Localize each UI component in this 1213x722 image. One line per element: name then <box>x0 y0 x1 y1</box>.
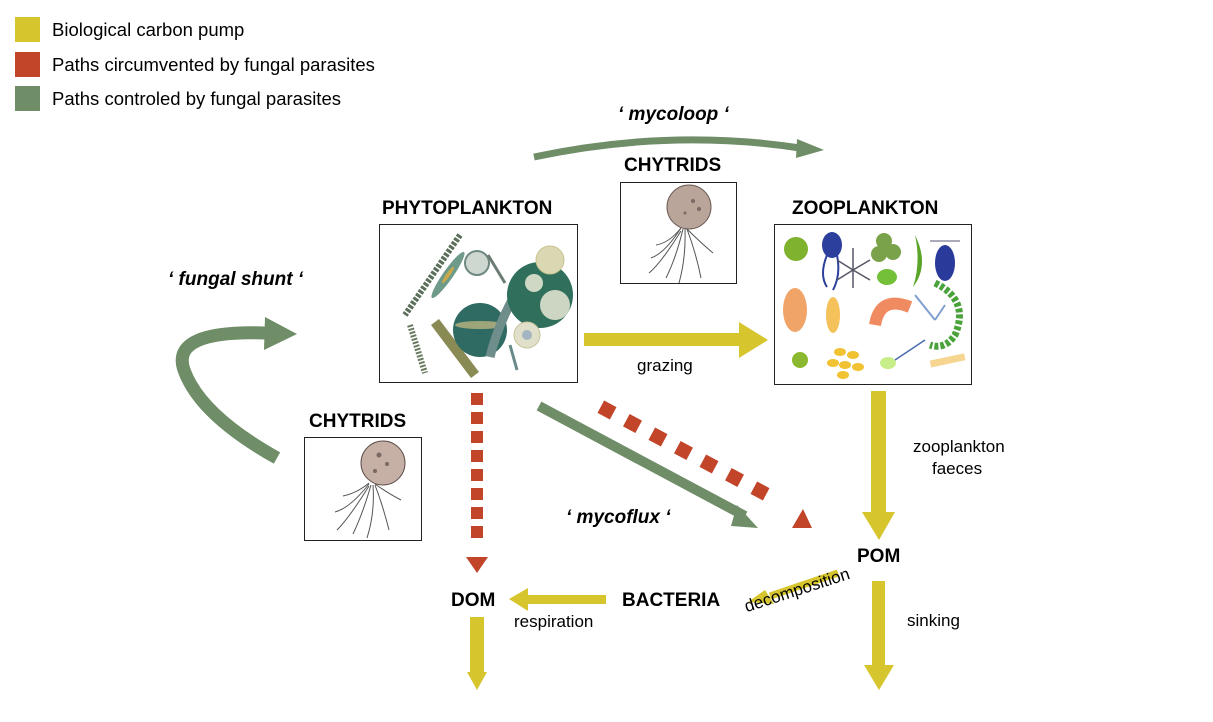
zooplankton-faeces-arrow <box>862 391 895 540</box>
grazing-label: grazing <box>637 356 693 375</box>
zooplankton-faeces-label-line1: zooplankton <box>913 437 1005 456</box>
dash-segment <box>471 488 483 500</box>
arrowhead <box>466 557 488 573</box>
legend-swatch-carbon-pump <box>15 17 40 42</box>
grazing-arrow <box>584 322 768 358</box>
bacteria-title: BACTERIA <box>622 590 721 611</box>
legend-label-circumvented: Paths circumvented by fungal parasites <box>52 54 375 75</box>
dash-segment <box>623 414 642 433</box>
dom-sinking-arrow <box>467 617 487 690</box>
chytrids-left-title: CHYTRIDS <box>309 411 407 432</box>
legend-swatch-controlled <box>15 86 40 111</box>
dom-title: DOM <box>451 590 496 611</box>
mycoflux-arrow <box>536 401 758 528</box>
dash-segment <box>471 393 483 405</box>
dash-segment <box>471 431 483 443</box>
dash-segment <box>471 507 483 519</box>
sinking-arrow <box>864 581 894 690</box>
chytrid-illustration-top <box>620 182 737 284</box>
dash-segment <box>648 427 668 447</box>
circumvented-diagonal-arrow <box>597 400 812 528</box>
mycoflux-label: ‘ mycoflux ‘ <box>566 507 671 528</box>
decomposition-arrow <box>748 569 840 604</box>
dash-segment <box>471 469 483 481</box>
legend-label-carbon-pump: Biological carbon pump <box>52 19 245 40</box>
chytrids-top-title: CHYTRIDS <box>624 155 722 176</box>
chytrid-icon <box>648 184 714 283</box>
sinking-label: sinking <box>907 611 960 630</box>
legend-label-controlled: Paths controled by fungal parasites <box>52 88 341 109</box>
circumvented-vertical-arrow <box>466 393 488 573</box>
arrowhead <box>792 509 812 528</box>
fungal-shunt-label: ‘ fungal shunt ‘ <box>168 269 304 290</box>
chytrid-illustration-left <box>304 437 422 541</box>
zooplankton-title: ZOOPLANKTON <box>792 198 939 219</box>
pom-title: POM <box>857 546 901 567</box>
dash-segment <box>725 468 744 487</box>
dash-segment <box>471 412 483 424</box>
phytoplankton-illustration <box>379 224 578 383</box>
phytoplankton-title: PHYTOPLANKTON <box>382 198 553 219</box>
dash-segment <box>674 441 693 460</box>
respiration-label: respiration <box>514 612 594 631</box>
mycoloop-arrow <box>533 136 824 161</box>
respiration-arrow <box>509 588 606 611</box>
dash-segment <box>471 526 483 538</box>
zooplankton-faeces-label-line2: faeces <box>932 459 983 478</box>
dash-segment <box>750 481 770 501</box>
legend-swatch-circumvented <box>15 52 40 77</box>
dash-segment <box>471 450 483 462</box>
mycoloop-label: ‘ mycoloop ‘ <box>618 104 729 125</box>
zooplankton-illustration <box>774 224 972 385</box>
fungal-shunt-arrow <box>175 317 297 464</box>
chytrid-icon <box>334 440 406 539</box>
dash-segment <box>597 400 617 420</box>
dash-segment <box>699 454 719 474</box>
